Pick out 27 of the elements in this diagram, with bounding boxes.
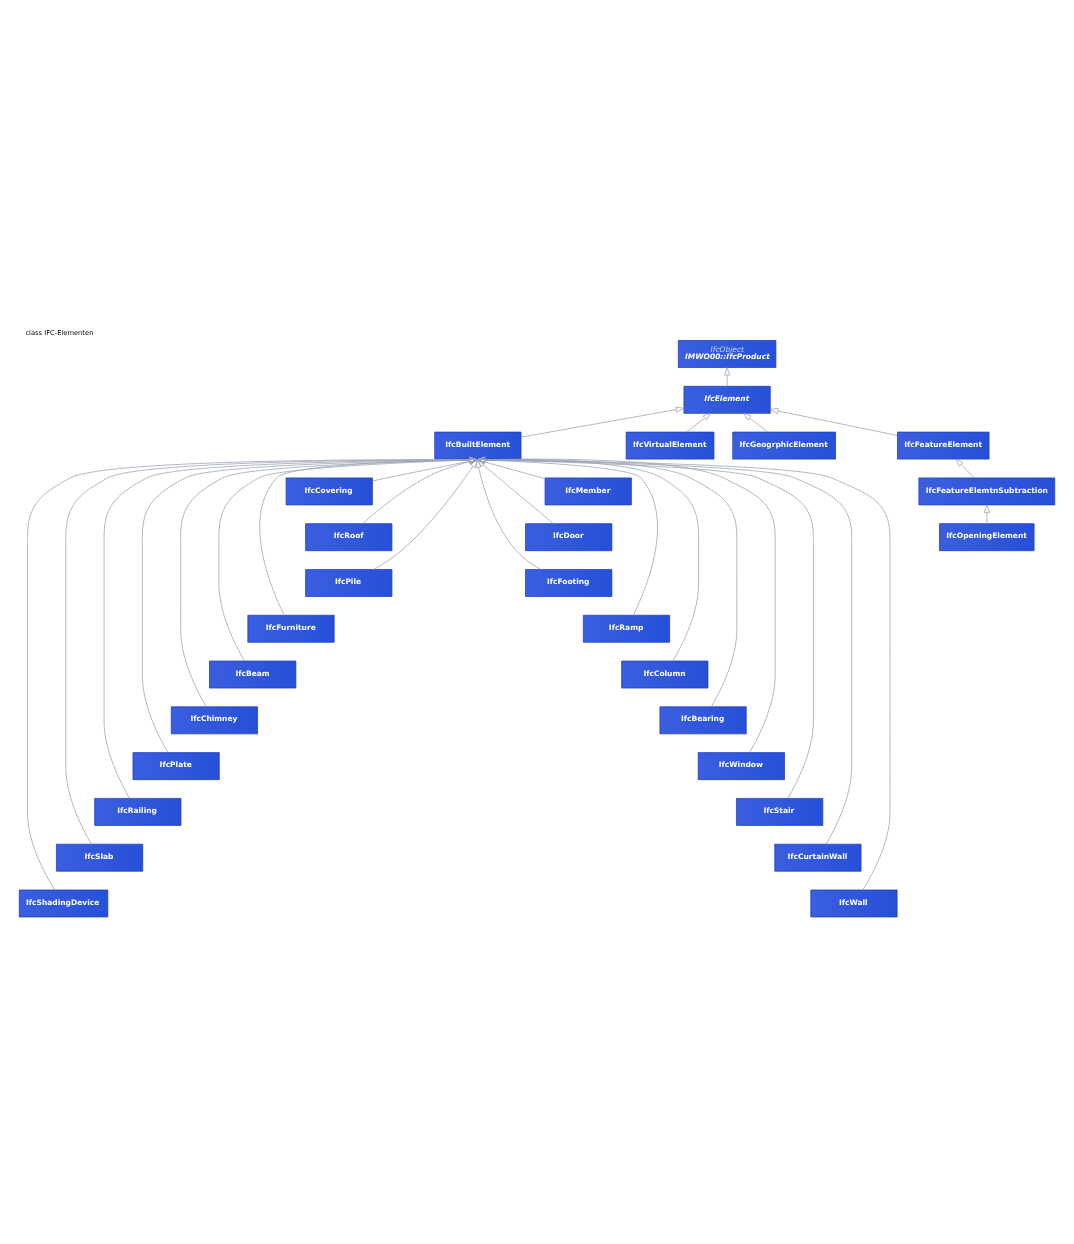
arrow <box>769 408 898 436</box>
arrow <box>103 456 478 799</box>
arrow <box>955 458 975 479</box>
arrow <box>362 458 478 524</box>
arrow <box>476 459 554 524</box>
arrow <box>476 456 891 891</box>
arrow <box>259 456 478 616</box>
arrow <box>686 413 711 433</box>
arrow <box>476 456 776 753</box>
arrow <box>142 456 478 753</box>
arrow <box>476 457 658 616</box>
arrow <box>476 456 853 845</box>
arrow <box>743 413 769 433</box>
arrow <box>475 459 541 570</box>
arrow <box>476 458 546 480</box>
arrow <box>520 406 685 438</box>
arrow <box>65 456 478 845</box>
arrow <box>180 457 478 708</box>
arrow <box>372 458 478 482</box>
arrow <box>724 367 731 387</box>
arrow <box>27 456 478 891</box>
arrow <box>476 457 814 799</box>
arrow <box>218 457 478 662</box>
arrow <box>476 456 699 662</box>
arrow <box>373 459 478 570</box>
arrow <box>983 504 990 524</box>
arrow <box>476 456 738 708</box>
